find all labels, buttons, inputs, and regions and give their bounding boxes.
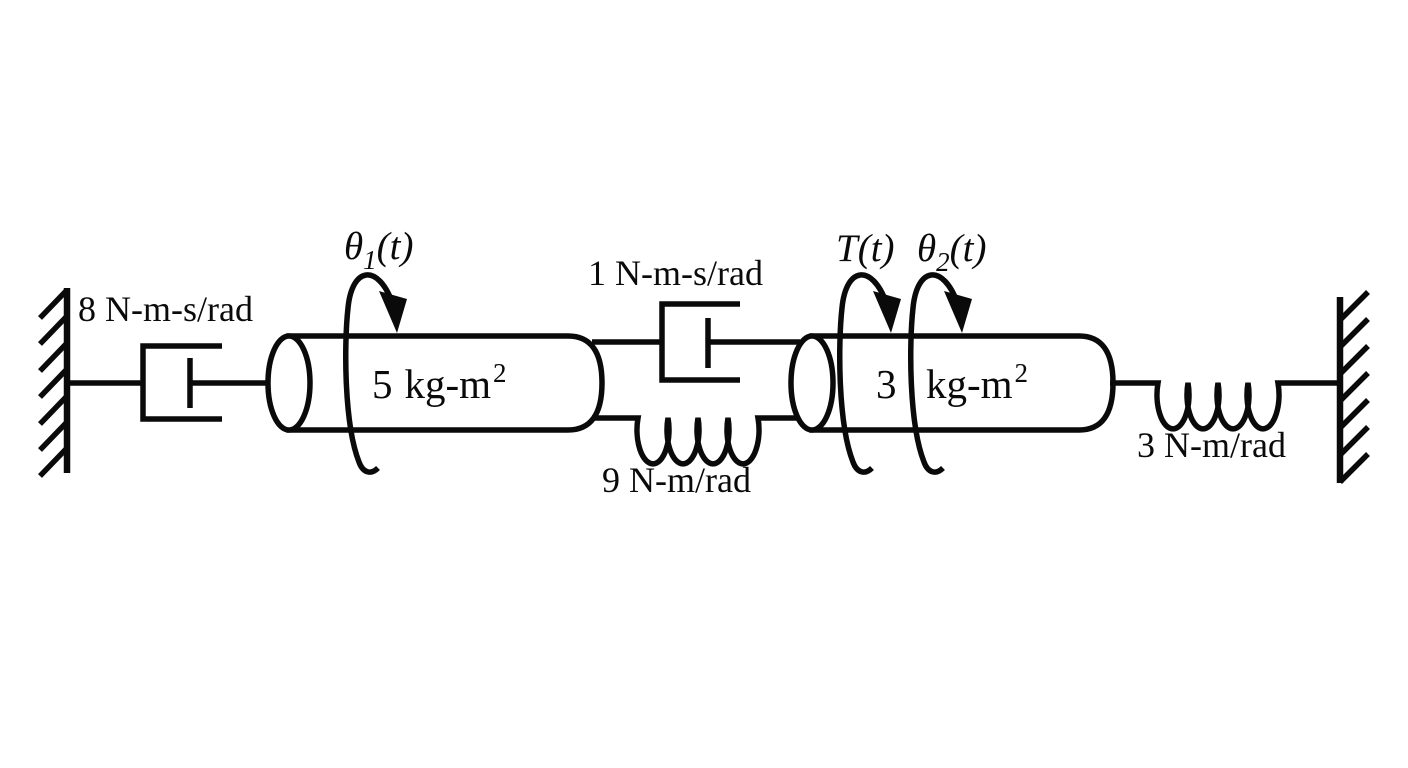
- spring-middle: [592, 415, 800, 467]
- rotation-arc-theta2: [908, 272, 960, 475]
- rotation-arrow-torque: [837, 272, 901, 475]
- rotation-arrowhead-theta2: [944, 291, 972, 333]
- spring-right-coil: [1110, 380, 1340, 432]
- damper-left: [67, 343, 272, 422]
- damper-middle: [592, 301, 800, 383]
- spring-right: [1110, 380, 1340, 432]
- rotation-arrowhead-theta1: [379, 291, 407, 333]
- left-wall: [38, 288, 71, 478]
- rotation-arrow-theta2: [908, 272, 972, 475]
- torque-label: T(t): [836, 227, 895, 270]
- rotation-arc-theta1: [343, 272, 395, 475]
- cylinder-1-left-face: [265, 333, 313, 433]
- damper-middle-housing: [659, 301, 740, 383]
- damper-left-label: 8 N-m-s/rad: [78, 289, 253, 329]
- torque-suffix: (t): [858, 227, 895, 270]
- inertia-2-label: 3 kg-m2: [876, 358, 1028, 407]
- theta2-subscript: 2: [936, 247, 950, 277]
- damper-middle-label: 1 N-m-s/rad: [588, 253, 763, 293]
- spring-middle-label: 9 N-m/rad: [602, 460, 751, 500]
- inertia-1-unit-exponent: 2: [493, 358, 507, 388]
- inertia-1-value: 5: [372, 361, 393, 407]
- theta2-suffix: (t): [950, 227, 987, 270]
- rotation-arc-torque: [837, 272, 889, 475]
- theta1-suffix: (t): [377, 225, 414, 268]
- spring-right-label: 3 N-m/rad: [1137, 425, 1286, 465]
- left-wall-hatching: [38, 288, 69, 478]
- inertia-2-value: 3: [876, 361, 897, 407]
- inertia-cylinder-2: [788, 333, 1116, 433]
- torque-symbol: T: [836, 227, 860, 270]
- cylinder-2-left-face: [788, 333, 836, 433]
- damper-left-housing: [140, 343, 222, 422]
- rotation-arrow-theta1: [343, 272, 407, 475]
- right-wall: [1336, 290, 1370, 484]
- inertia-1-label: 5 kg-m2: [372, 358, 507, 407]
- inertia-cylinder-1: [265, 333, 605, 433]
- spring-middle-coil: [592, 415, 800, 467]
- inertia-2-unit-exponent: 2: [1015, 358, 1029, 388]
- theta1-label: θ1(t): [344, 225, 413, 275]
- inertia-1-unit: kg-m: [405, 361, 492, 407]
- rotation-arrowhead-torque: [873, 291, 901, 333]
- cylinder-1-body: [286, 333, 605, 433]
- right-wall-hatching: [1338, 290, 1370, 484]
- theta2-label: θ2(t): [917, 227, 986, 277]
- theta1-symbol: θ: [344, 225, 363, 268]
- theta2-symbol: θ: [917, 227, 936, 270]
- theta1-subscript: 1: [363, 245, 377, 275]
- inertia-2-unit: kg-m: [926, 361, 1013, 407]
